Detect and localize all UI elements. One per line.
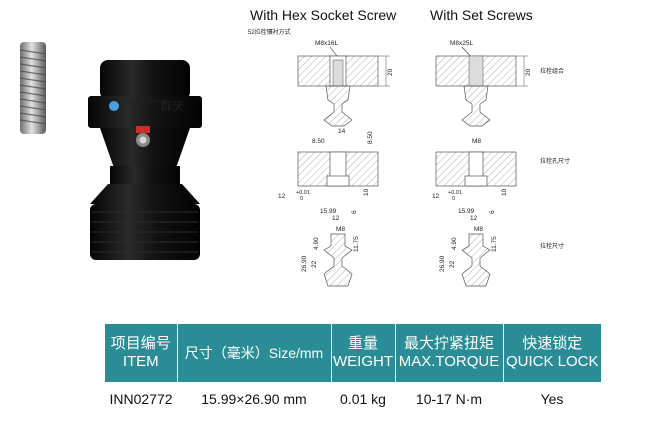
header-torque-en: MAX.TORQUE <box>398 353 500 370</box>
product-photo-svg: Guardian Together 群庆 <box>19 42 202 260</box>
spec-table: 项目编号 ITEM 尺寸（毫米）Size/mm 重量 WEIGHT 最大拧紧扭矩… <box>105 324 601 416</box>
dim-left-14: 14 <box>338 128 346 135</box>
brand-name-en: Guardian Together <box>121 99 167 105</box>
left-stud-view: 15.99 12 M8 4.90 26.90 22 11.75 <box>301 208 360 287</box>
dim-right-15-99: 15.99 <box>458 208 475 215</box>
dim-left-15-99: 15.99 <box>320 208 337 215</box>
tol-right-plus: +0.01 <box>448 190 462 196</box>
dim-left-22: 22 <box>311 260 318 268</box>
product-photo: Guardian Together 群庆 <box>0 0 240 320</box>
heading-hex-socket: With Hex Socket Screw <box>250 7 397 23</box>
dim-left-20: 20 <box>387 68 394 76</box>
dim-right-12-tol: 12 <box>432 193 440 200</box>
dim-left-26-90: 26.90 <box>301 255 308 272</box>
left-hole-view: 14 8.50 8.50 +0.01 0 12 6 10 <box>278 128 379 214</box>
brand-logo-icon <box>109 101 119 111</box>
header-weight-en: WEIGHT <box>333 353 393 370</box>
red-marker <box>136 126 150 133</box>
label-left-screw: M8x16L <box>315 40 339 47</box>
tol-right-zero: 0 <box>452 196 455 202</box>
cell-size: 15.99×26.90 mm <box>201 391 307 407</box>
right-hole-view: M8 拉栓孔尺寸 +0.01 0 12 6 10 <box>432 138 570 214</box>
header-item-cn: 项目编号 <box>110 335 171 352</box>
header-weight-cn: 重量 <box>347 335 378 352</box>
dim-left-12-tol: 12 <box>278 193 286 200</box>
technical-drawing: 52拉栓镶衬方式 M8x16L 20 14 8.50 8.50 +0.01 0 … <box>240 0 671 320</box>
dim-left-m8: M8 <box>336 226 345 233</box>
dim-right-12: 12 <box>470 215 478 222</box>
side-label-hole: 拉栓孔尺寸 <box>540 157 570 165</box>
header-size-label: 尺寸（毫米）Size/mm <box>184 344 324 361</box>
dim-right-11-75: 11.75 <box>491 236 498 252</box>
technical-drawing-svg: 52拉栓镶衬方式 M8x16L 20 14 8.50 8.50 +0.01 0 … <box>248 28 570 287</box>
set-screw-image <box>19 42 47 134</box>
dim-right-6: 6 <box>489 210 496 214</box>
dim-left-11-75: 11.75 <box>353 236 360 252</box>
header-quick-lock: 快速锁定 QUICK LOCK <box>503 324 601 382</box>
cell-item: INN02772 <box>109 391 173 407</box>
tol-left-plus: +0.01 <box>296 190 310 196</box>
dim-right-4-90: 4.90 <box>451 237 458 250</box>
dim-right-m8: M8 <box>472 138 481 145</box>
right-assembly-view: M8x25L 20 拉栓组合 <box>435 40 564 127</box>
dim-left-4-90: 4.90 <box>313 237 320 250</box>
header-torque: 最大拧紧扭矩 MAX.TORQUE <box>395 324 504 382</box>
left-assembly-view: M8x16L 20 <box>297 40 394 127</box>
label-right-screw: M8x25L <box>450 40 474 47</box>
dim-left-12: 12 <box>332 215 340 222</box>
side-label-size: 拉栓尺寸 <box>540 242 564 250</box>
header-item: 项目编号 ITEM <box>105 324 178 382</box>
right-stud-view: 15.99 12 M8 4.90 26.90 22 11.75 拉栓尺寸 <box>439 208 564 287</box>
dim-right-m8-stud: M8 <box>474 226 483 233</box>
dim-right-26-90: 26.90 <box>439 255 446 272</box>
dim-left-8-50-side: 8.50 <box>367 131 374 144</box>
dim-right-22: 22 <box>449 260 456 268</box>
tol-left-zero: 0 <box>300 196 303 202</box>
cell-weight: 0.01 kg <box>340 391 386 407</box>
header-item-en: ITEM <box>122 353 159 370</box>
side-label-assembly: 拉栓组合 <box>540 67 564 75</box>
brand-name-cn: 群庆 <box>160 99 184 113</box>
table-row: INN02772 15.99×26.90 mm 0.01 kg 10-17 N·… <box>105 382 601 416</box>
heading-set-screws: With Set Screws <box>430 7 533 23</box>
dim-right-20: 20 <box>525 68 532 76</box>
dim-left-10: 10 <box>363 188 370 196</box>
dim-right-10: 10 <box>501 188 508 196</box>
pull-stud-image <box>88 60 202 260</box>
header-quick-lock-cn: 快速锁定 <box>522 335 583 352</box>
spec-table-header-row: 项目编号 ITEM 尺寸（毫米）Size/mm 重量 WEIGHT 最大拧紧扭矩… <box>105 324 601 382</box>
header-quick-lock-en: QUICK LOCK <box>505 353 599 370</box>
dim-left-6: 6 <box>351 210 358 214</box>
dim-left-8-50: 8.50 <box>312 138 325 145</box>
brand-label: Guardian Together 群庆 <box>109 99 184 113</box>
cell-torque: 10-17 N·m <box>415 391 483 407</box>
header-weight: 重量 WEIGHT <box>331 324 396 382</box>
drawing-subtitle: 52拉栓镶衬方式 <box>248 28 291 36</box>
cell-quick-lock: Yes <box>540 391 564 407</box>
header-torque-cn: 最大拧紧扭矩 <box>403 335 494 352</box>
header-size: 尺寸（毫米）Size/mm <box>177 324 332 382</box>
